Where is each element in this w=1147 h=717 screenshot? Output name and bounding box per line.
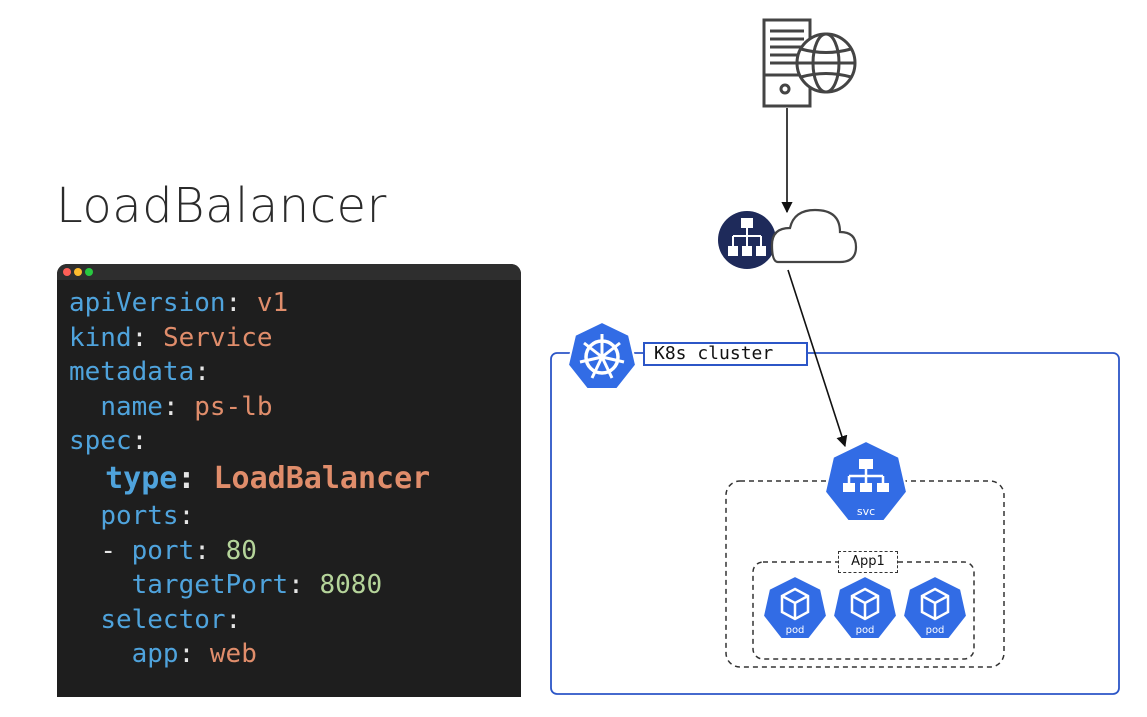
pod-label: pod [856,625,875,636]
code-token: targetPort [131,570,289,601]
k8s-cluster-label: K8s cluster [643,342,808,366]
close-dot-icon[interactable] [63,268,71,276]
load-balancer-icon [718,211,776,269]
code-token: ps-lb [194,391,273,422]
code-line: name: ps-lb [69,390,430,425]
code-line: metadata: [69,355,430,390]
k8s-cluster-boundary [550,352,1120,695]
code-line: selector: [69,603,430,638]
code-token: : [131,322,163,353]
code-token: : [131,426,148,457]
code-line: type: LoadBalancer [69,459,430,499]
code-token: spec [69,426,132,457]
kubernetes-icon [566,320,638,390]
code-token: selector [100,604,226,635]
cloud-icon [770,208,858,264]
code-token: app [131,639,179,670]
code-token: port [131,535,195,566]
service-group-box [725,480,1005,668]
code-token: : [288,570,320,601]
pod-label: pod [786,625,805,636]
code-line: - port: 80 [69,534,430,569]
code-token: : [162,391,195,422]
service-label: svc [857,505,875,518]
minimize-dot-icon[interactable] [74,268,82,276]
globe-icon [795,32,857,94]
pod-icon: pod [901,574,969,640]
pod-label: pod [926,625,945,636]
code-token: : [225,604,242,635]
code-token: apiVersion [69,288,226,318]
code-line: app: web [69,637,430,672]
slide-title: LoadBalancer [56,178,387,234]
code-token: type [105,460,178,496]
code-token: 80 [225,535,257,566]
code-token: : [178,500,195,531]
window-titlebar [57,264,521,280]
service-icon: svc [823,439,909,522]
code-token: : [194,357,210,388]
code-token: : [194,535,226,566]
code-line: kind: Service [69,321,430,356]
code-token: : [177,460,214,496]
pod-icon: pod [761,574,829,640]
code-token: web [209,639,257,670]
code-line: spec: [69,424,430,459]
code-token: 8080 [319,570,383,601]
code-token: name [100,391,163,422]
maximize-dot-icon[interactable] [85,268,93,276]
code-token: : [225,288,257,318]
code-token: metadata [69,357,195,388]
code-token: ports [100,500,179,531]
code-token: - [100,535,132,566]
arrow-lb-to-service [787,269,848,448]
app-group-label: App1 [838,551,898,573]
code-token: : [178,639,210,670]
code-token: Service [162,322,273,353]
code-token: LoadBalancer [213,460,431,496]
code-token: v1 [256,288,289,318]
code-line: apiVersion: v1 [69,286,430,321]
code-line: targetPort: 8080 [69,568,430,603]
code-token: kind [69,322,132,353]
code-line: ports: [69,499,430,534]
pod-icon: pod [831,574,899,640]
